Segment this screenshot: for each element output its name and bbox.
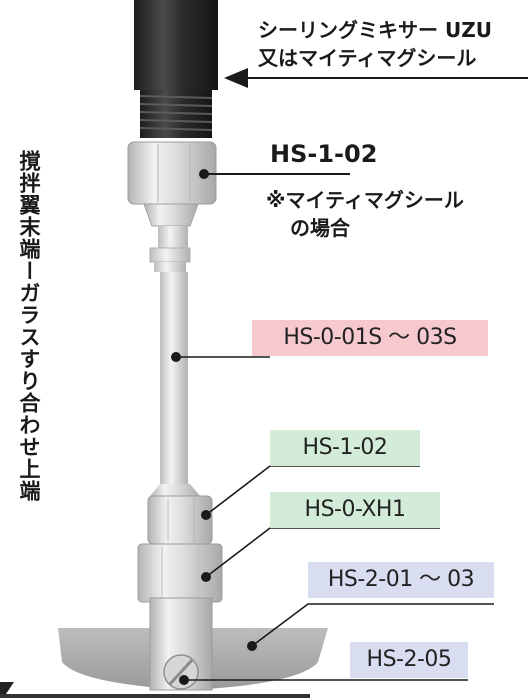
hs-1-02-lower-dot (201, 510, 211, 520)
mixer-label-line2: 又はマイティマグシール (258, 46, 477, 70)
hs-1-02-top-label: HS-1-02 (270, 140, 378, 168)
bottom-band (0, 682, 310, 698)
vertical-caption: 撹拌翼末端ーガラスすり合わせ上端 (17, 150, 41, 502)
hs-0-xh1-dot (201, 572, 211, 582)
note-line2: の場合 (290, 216, 350, 240)
stirring-blade (58, 597, 328, 691)
hs-0-xh1-leader (205, 527, 440, 578)
hs-2-05-dot (179, 675, 189, 685)
note-line1: ※マイティマグシール (266, 188, 464, 212)
mixer-label-line1: シーリングミキサー UZU (258, 18, 492, 42)
stirring-shaft (149, 226, 191, 484)
sealing-mixer-body (134, 0, 218, 138)
hs-0-xh1-joint (137, 543, 223, 603)
hs-2-01-tag: HS-2-01 ～ 03 (308, 562, 494, 598)
hs-2-01-leader (251, 603, 494, 647)
mixer-arrow (224, 68, 528, 88)
hs-0-xh1-tag: HS-0-XH1 (270, 492, 440, 528)
lower-hs-1-02-nut (147, 484, 213, 545)
hs-1-02-lower-leader (205, 465, 420, 516)
shaft-dot (171, 352, 181, 362)
hs-1-02-tag: HS-1-02 (270, 430, 420, 466)
hs-2-01-dot (247, 641, 257, 651)
hs-2-05-tag: HS-2-05 (350, 642, 468, 678)
shaft-tag: HS-0-01S ～ 03S (252, 320, 488, 356)
upper-hs-1-02-nut (127, 141, 217, 227)
hs-1-02-top-dot (199, 169, 209, 179)
